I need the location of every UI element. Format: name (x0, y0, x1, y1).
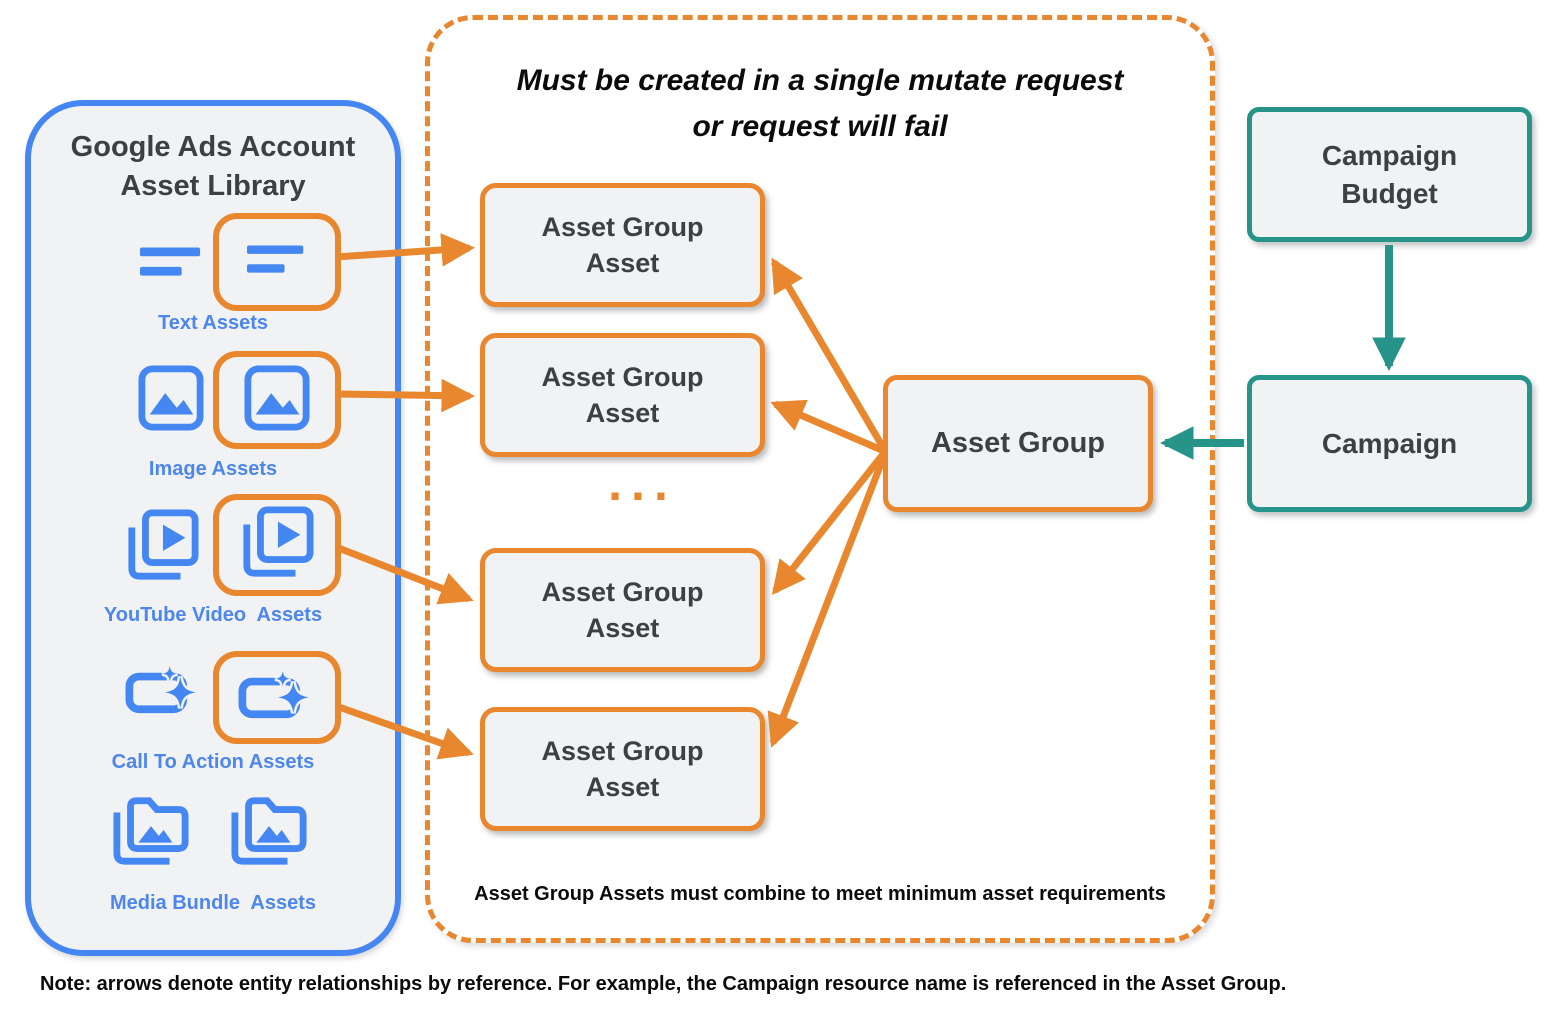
asset-group-asset-label-line1: Asset Group (541, 212, 704, 242)
asset-group-asset-label-line2: Asset (585, 248, 660, 278)
campaign-box: Campaign (1247, 375, 1532, 512)
mutate-region-title-line2: or request will fail (692, 110, 948, 143)
cta-assets-label: Call To Action Assets (111, 751, 315, 773)
asset-library-panel: Google Ads Account Asset Library Text As… (25, 100, 401, 956)
text-assets-highlight-frame (213, 213, 341, 311)
asset-group-asset-label-line1: Asset Group (541, 736, 704, 766)
asset-group-asset-label-line2: Asset (585, 398, 660, 428)
asset-library-title-line1: Google Ads Account (70, 131, 356, 163)
asset-group-box: Asset Group (883, 375, 1153, 512)
video-stack-icon (124, 508, 200, 584)
media-bundle-assets-label: Media Bundle Assets (110, 892, 316, 914)
image-icon (244, 364, 310, 436)
asset-group-asset-label-line1: Asset Group (541, 577, 704, 607)
video-stack-icon (240, 505, 314, 585)
asset-library-title: Google Ads Account Asset Library (31, 128, 395, 206)
asset-group-asset-label-line2: Asset (585, 772, 660, 802)
text-lines-icon (247, 245, 307, 279)
asset-group-asset-box-2: Asset Group Asset (480, 333, 765, 457)
mutate-region-title: Must be created in a single mutate reque… (430, 58, 1210, 150)
mutate-region-title-line1: Must be created in a single mutate reque… (516, 64, 1124, 97)
asset-library-title-line2: Asset Library (120, 170, 306, 202)
cta-sparkle-icon (124, 664, 204, 716)
media-bundle-folder-icon (227, 790, 311, 870)
image-assets-label: Image Assets (148, 458, 278, 480)
image-assets-highlight-frame (213, 351, 341, 449)
mutate-region-footnote: Asset Group Assets must combine to meet … (474, 883, 1166, 905)
asset-group-asset-box-1: Asset Group Asset (480, 183, 765, 307)
cta-sparkle-icon (238, 670, 316, 725)
image-icon (137, 364, 205, 432)
asset-group-asset-label-line2: Asset (585, 613, 660, 643)
asset-group-label: Asset Group (930, 427, 1106, 459)
more-boxes-ellipsis: ... (608, 455, 677, 511)
reference-note: Note: arrows denote entity relationships… (40, 973, 1287, 995)
campaign-label: Campaign (1321, 427, 1458, 459)
campaign-budget-label-line2: Budget (1341, 177, 1438, 209)
text-assets-label: Text Assets (157, 312, 269, 334)
youtube-assets-label: YouTube Video Assets (103, 604, 323, 626)
text-lines-icon (139, 247, 203, 277)
media-bundle-folder-icon (109, 790, 193, 870)
campaign-budget-box: Campaign Budget (1247, 107, 1532, 242)
asset-group-asset-box-3: Asset Group Asset (480, 548, 765, 672)
cta-assets-highlight-frame (213, 651, 341, 744)
asset-group-asset-label-line1: Asset Group (541, 362, 704, 392)
campaign-budget-label-line1: Campaign (1321, 139, 1458, 171)
youtube-assets-highlight-frame (213, 494, 341, 596)
asset-group-asset-box-4: Asset Group Asset (480, 707, 765, 831)
